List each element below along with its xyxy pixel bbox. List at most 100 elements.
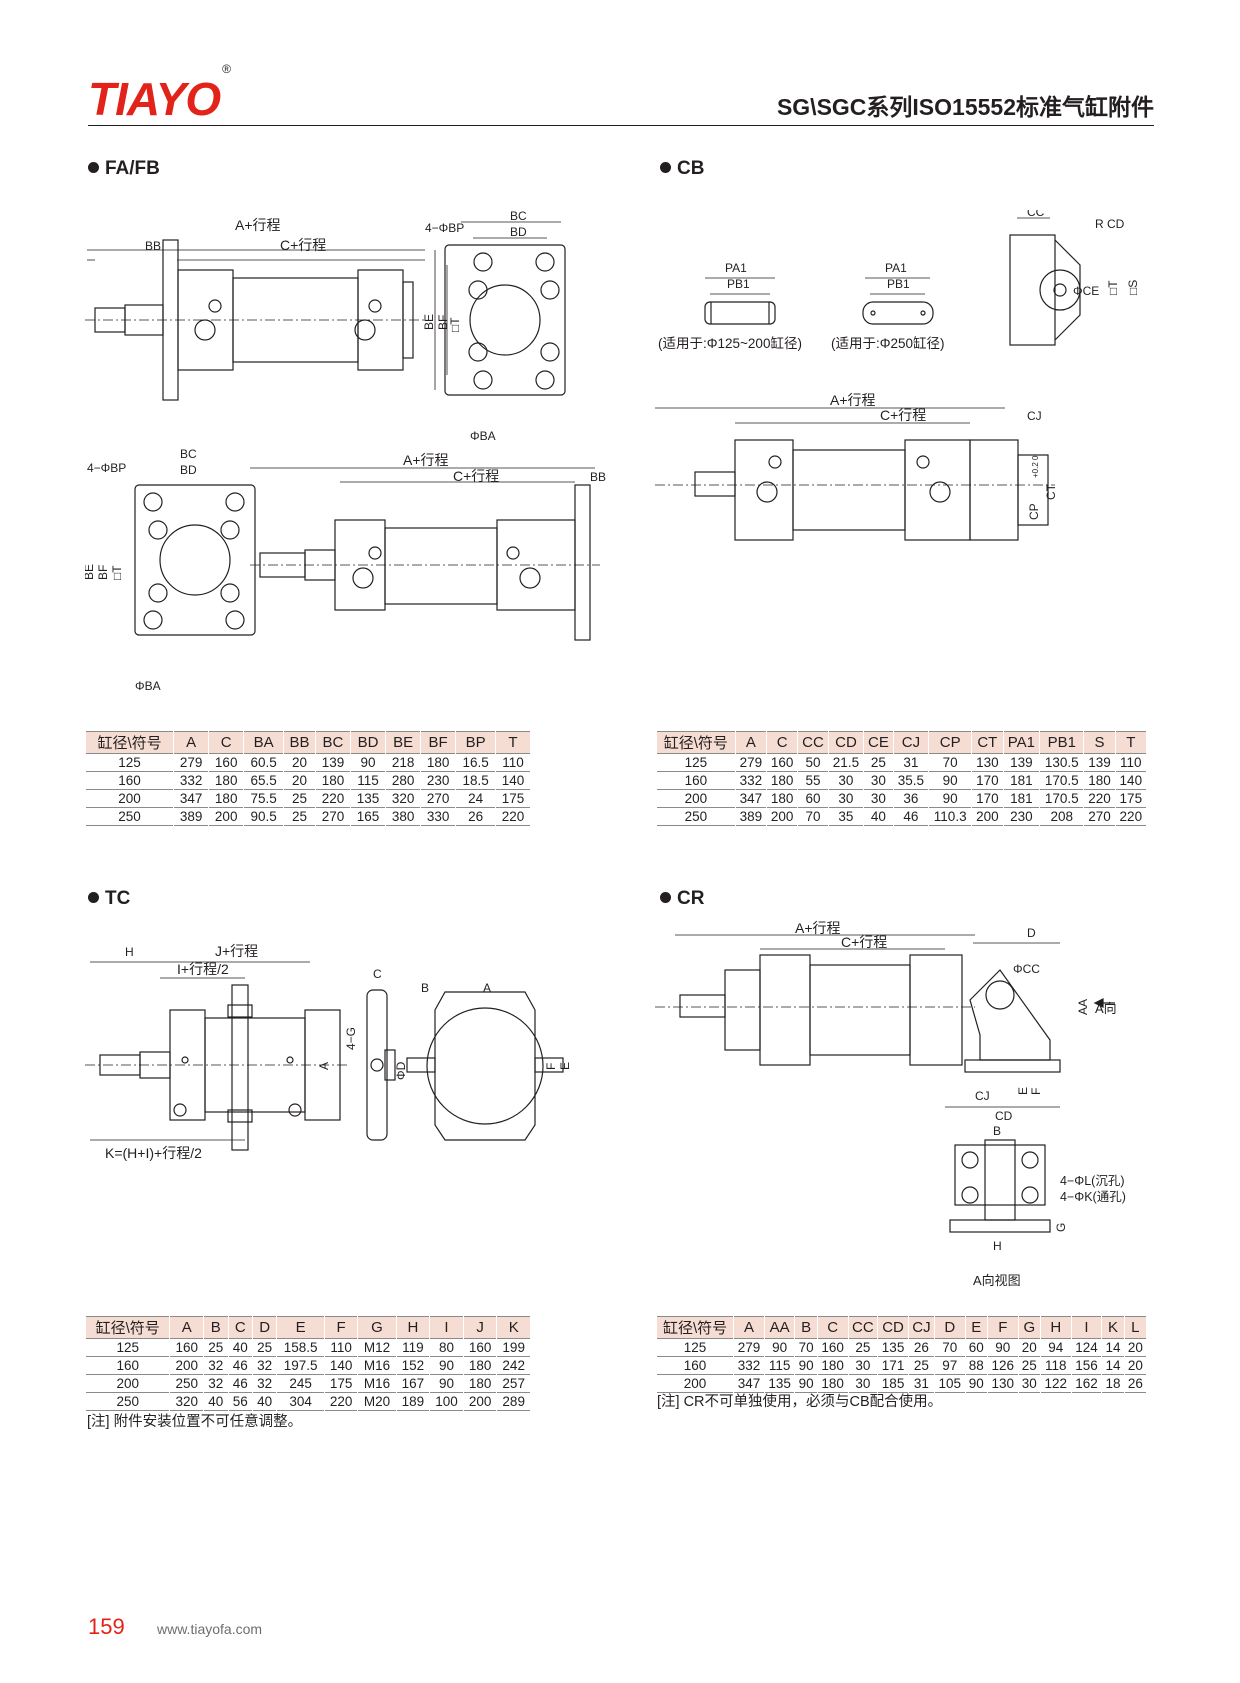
label-ct: CT [1044,483,1058,500]
label-k-formula: K=(H+I)+行程/2 [105,1145,202,1161]
registered-mark: ® [222,61,231,76]
label-a-stroke: A+行程 [795,920,841,936]
section-title-cr: CR [660,888,704,910]
tc-drawing: H J+行程 I+行程/2 K=(H+I)+行程/2 A C 4−G ΦD B … [85,940,625,1280]
label-bf: BF [436,315,450,330]
label-g: G [1054,1223,1068,1232]
label-a-stroke: A+行程 [830,392,876,408]
svg-text:BE: BE [85,564,96,580]
website-link[interactable]: www.tiayofa.com [157,1621,263,1637]
label-g: 4−G [344,1027,358,1050]
page-title: SG\SGC系列ISO15552标准气缸附件 [776,94,1154,120]
label-b: B [421,981,429,995]
section-title-cb: CB [660,158,704,180]
bullet-icon [660,892,671,903]
note-pin-2: (适用于:Φ250缸径) [831,335,945,351]
label-d: ΦD [394,1061,408,1080]
brand-logo: TIAYO® [88,62,231,126]
label-ba: ΦBA [470,429,496,443]
page-number: 159 [88,1614,125,1639]
bullet-icon [88,892,99,903]
pin-type-1 [704,301,776,325]
header-divider [88,125,1154,126]
label-bp: 4−ΦBP [425,221,464,235]
label-c: C [373,967,382,981]
cr-note: [注] CR不可单独使用，必须与CB配合使用。 [657,1394,943,1410]
a-view-base [949,1219,1051,1233]
flange-end-view [444,244,566,396]
label-cc: CC [1027,210,1045,219]
label-cp-tolerance: +0.2 0 [1031,455,1040,478]
label-cd: CD [995,1109,1013,1123]
label-e: E [558,1062,572,1070]
svg-text:BB: BB [590,470,606,484]
label-cp: CP [1027,503,1041,520]
label-c-stroke: C+行程 [841,934,887,950]
label-pb1: PB1 [727,277,750,291]
label-bd: BD [510,225,527,239]
pin-type-2 [862,301,934,325]
label-pa1: PA1 [725,261,747,275]
section-title-tc: TC [88,888,130,910]
svg-text:C+行程: C+行程 [453,468,499,484]
cb-drawing: PA1 PB1 PA1 PB1 (适用于:Φ125~200缸径) (适用于:Φ2… [655,210,1160,710]
label-j-stroke: J+行程 [215,943,258,959]
label-k: 4−ΦK(通孔) [1060,1190,1126,1204]
label-c-stroke: C+行程 [280,237,326,253]
label-a: A [317,1062,331,1070]
label-bc: BC [510,210,527,223]
label-aa: AA [1076,999,1090,1015]
svg-text:A: A [483,981,491,995]
label-f: F [1029,1088,1043,1095]
label-s: □S [1126,280,1140,295]
label-be: BE [422,314,436,330]
label-cj: CJ [1027,409,1042,423]
fafb-drawing: A+行程 C+行程 BB BC BD 4−ΦBP BE BF □T ΦBA BC… [85,210,625,710]
label-c-stroke: C+行程 [880,407,926,423]
trunnion-pin [231,984,249,1151]
label-t: □T [448,317,462,332]
label-e: E [1016,1087,1030,1095]
label-cj: CJ [975,1089,990,1103]
section-title-fafb: FA/FB [88,158,160,180]
note-pin-1: (适用于:Φ125~200缸径) [658,335,802,351]
svg-text:PA1: PA1 [885,261,907,275]
svg-text:A+行程: A+行程 [403,452,449,468]
label-a-stroke: A+行程 [235,217,281,233]
svg-text:BD: BD [180,463,197,477]
svg-text:PB1: PB1 [887,277,910,291]
label-h: H [993,1239,1002,1253]
svg-text:□T: □T [110,565,124,580]
bullet-icon [88,162,99,173]
label-h: H [125,945,134,959]
label-ce: ΦCE [1073,284,1099,298]
logo-text: TIAYO [88,73,221,125]
label-cc: ΦCC [1013,962,1040,976]
label-a-view: A向视图 [973,1273,1021,1288]
label-bb: BB [145,239,161,253]
clevis-bracket [1009,234,1056,346]
svg-text:BF: BF [96,565,110,580]
clevis-rod-eye [969,969,1051,1061]
bullet-icon [660,162,671,173]
label-t: □T [1106,280,1120,295]
label-f: F [544,1063,558,1070]
label-rcd: R CD [1095,217,1125,231]
label-l: 4−ΦL(沉孔) [1060,1174,1125,1188]
